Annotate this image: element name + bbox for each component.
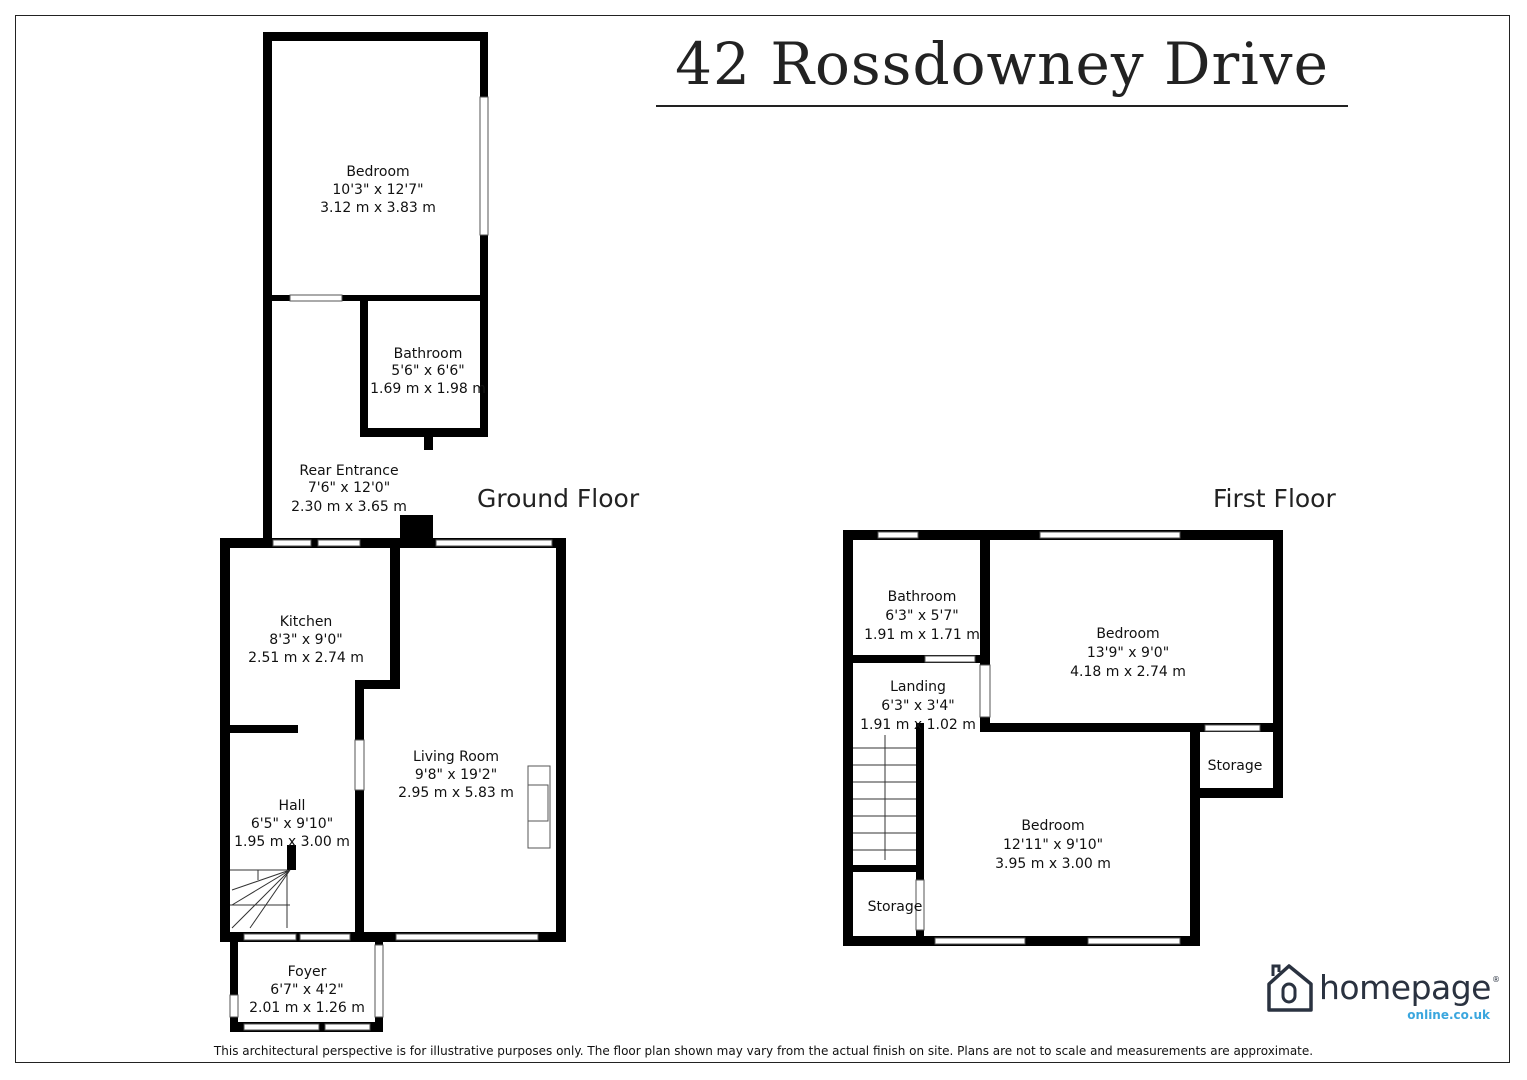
svg-text:13'9" x 9'0": 13'9" x 9'0" <box>1087 645 1169 661</box>
svg-text:2.30 m x 3.65 m: 2.30 m x 3.65 m <box>291 499 407 515</box>
first-floor-walls <box>843 530 1283 946</box>
svg-text:4.18 m x 2.74 m: 4.18 m x 2.74 m <box>1070 664 1186 680</box>
logo-domain: online.co.uk <box>1407 1008 1490 1022</box>
svg-text:12'11" x 9'10": 12'11" x 9'10" <box>1003 837 1103 853</box>
svg-text:Bathroom: Bathroom <box>888 589 957 605</box>
logo-main-row: homepage ® <box>1265 962 1500 1014</box>
room-g-rear-entrance: Rear Entrance 7'6" x 12'0" 2.30 m x 3.65… <box>291 463 407 515</box>
room-f-bedroom-2: Bedroom 12'11" x 9'10" 3.95 m x 3.00 m <box>995 818 1111 872</box>
svg-text:6'3" x 5'7": 6'3" x 5'7" <box>885 608 958 624</box>
room-f-landing: Landing 6'3" x 3'4" 1.91 m x 1.02 m <box>860 679 976 733</box>
logo-registered-mark: ® <box>1492 975 1500 984</box>
svg-text:10'3" x 12'7": 10'3" x 12'7" <box>332 182 423 198</box>
svg-text:Bedroom: Bedroom <box>346 164 409 180</box>
disclaimer: This architectural perspective is for il… <box>213 1044 1314 1058</box>
room-g-living-room: Living Room 9'8" x 19'2" 2.95 m x 5.83 m <box>398 749 514 801</box>
svg-text:Living Room: Living Room <box>413 749 499 765</box>
ground-floor-label: Ground Floor <box>477 484 640 513</box>
logo-brand: homepage <box>1319 968 1491 1007</box>
room-g-bedroom: Bedroom 10'3" x 12'7" 3.12 m x 3.83 m <box>320 164 436 216</box>
homepage-logo: homepage ® online.co.uk <box>1265 962 1500 1022</box>
room-f-bedroom-1: Bedroom 13'9" x 9'0" 4.18 m x 2.74 m <box>1070 626 1186 680</box>
svg-text:7'6" x 12'0": 7'6" x 12'0" <box>308 480 390 496</box>
svg-text:1.91 m x 1.71 m: 1.91 m x 1.71 m <box>864 627 980 643</box>
svg-text:6'5" x 9'10": 6'5" x 9'10" <box>251 816 333 832</box>
svg-text:8'3" x 9'0": 8'3" x 9'0" <box>269 632 342 648</box>
svg-text:Bathroom: Bathroom <box>394 346 463 362</box>
svg-text:Landing: Landing <box>890 679 946 695</box>
room-g-foyer: Foyer 6'7" x 4'2" 2.01 m x 1.26 m <box>249 964 365 1016</box>
title-underline <box>656 105 1348 107</box>
svg-text:5'6" x 6'6": 5'6" x 6'6" <box>391 363 464 379</box>
room-f-storage-2: Storage <box>868 899 923 915</box>
svg-text:Bedroom: Bedroom <box>1021 818 1084 834</box>
svg-text:2.95 m x 5.83 m: 2.95 m x 5.83 m <box>398 785 514 801</box>
page-frame <box>15 15 1510 1063</box>
svg-text:1.69 m x 1.98 m: 1.69 m x 1.98 m <box>370 381 486 397</box>
svg-text:Bedroom: Bedroom <box>1096 626 1159 642</box>
svg-text:Rear Entrance: Rear Entrance <box>299 463 398 479</box>
svg-text:Kitchen: Kitchen <box>280 614 333 630</box>
svg-text:6'3" x 3'4": 6'3" x 3'4" <box>881 698 954 714</box>
property-title: 42 Rossdowney Drive <box>675 30 1329 98</box>
svg-text:2.51 m x 2.74 m: 2.51 m x 2.74 m <box>248 650 364 666</box>
svg-text:Hall: Hall <box>279 798 306 814</box>
room-f-bathroom: Bathroom 6'3" x 5'7" 1.91 m x 1.71 m <box>864 589 980 643</box>
house-icon <box>1267 964 1313 1012</box>
svg-text:6'7" x 4'2": 6'7" x 4'2" <box>270 982 343 998</box>
room-g-hall: Hall 6'5" x 9'10" 1.95 m x 3.00 m <box>234 798 350 850</box>
room-g-kitchen: Kitchen 8'3" x 9'0" 2.51 m x 2.74 m <box>248 614 364 666</box>
svg-text:3.95 m x 3.00 m: 3.95 m x 3.00 m <box>995 856 1111 872</box>
svg-text:1.95 m x 3.00 m: 1.95 m x 3.00 m <box>234 834 350 850</box>
svg-text:1.91 m x 1.02 m: 1.91 m x 1.02 m <box>860 717 976 733</box>
svg-text:Foyer: Foyer <box>288 964 327 980</box>
ground-floor-walls <box>220 32 566 1032</box>
svg-text:3.12 m x 3.83 m: 3.12 m x 3.83 m <box>320 200 436 216</box>
room-g-bathroom: Bathroom 5'6" x 6'6" 1.69 m x 1.98 m <box>370 346 486 397</box>
room-f-storage-1: Storage <box>1208 758 1263 774</box>
first-floor-label: First Floor <box>1213 484 1336 513</box>
svg-text:2.01 m x 1.26 m: 2.01 m x 1.26 m <box>249 1000 365 1016</box>
svg-text:9'8" x 19'2": 9'8" x 19'2" <box>415 767 497 783</box>
